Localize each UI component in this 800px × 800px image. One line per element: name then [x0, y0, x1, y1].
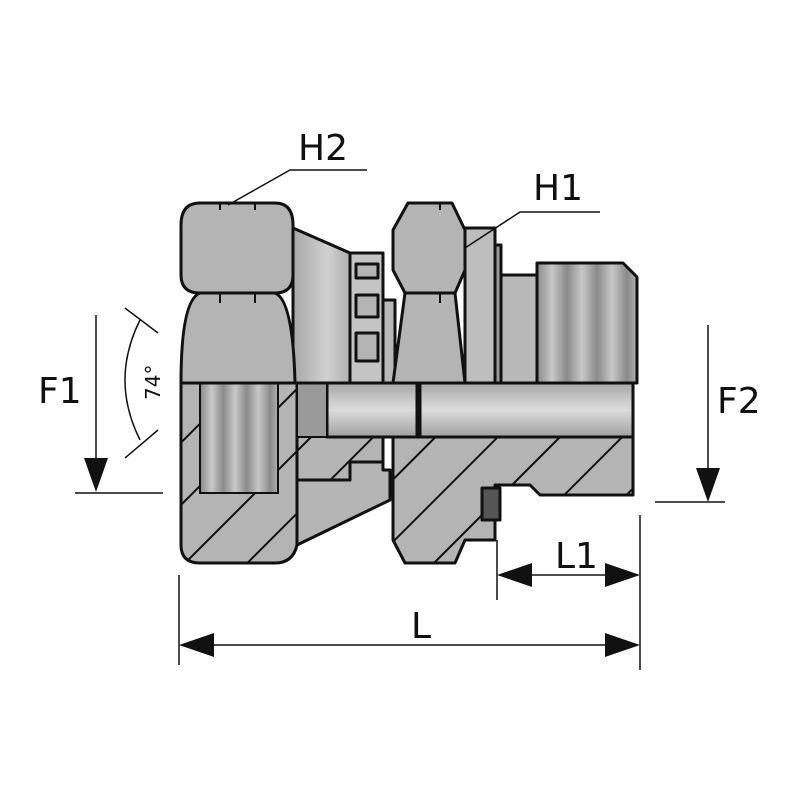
label-f1: F1 [38, 371, 82, 412]
l1-arrow-right-icon [605, 563, 640, 587]
collar-slot [354, 293, 380, 319]
bore-left [325, 381, 419, 439]
nut-h1-top [391, 201, 467, 295]
h1-leader [464, 211, 600, 249]
exterior-view [179, 201, 639, 385]
label-h2: H2 [298, 128, 348, 169]
female-thread [199, 382, 279, 494]
male-thread [535, 261, 639, 385]
l-arrow-left-icon [179, 633, 214, 657]
l1-arrow-left-icon [497, 563, 532, 587]
h2-leader [227, 169, 367, 206]
f2-arrow-icon [696, 468, 720, 502]
cone-body [291, 226, 352, 385]
seal-ring [480, 486, 502, 522]
label-l: L [411, 606, 431, 647]
section-view [179, 381, 637, 565]
bore-chamber [296, 382, 328, 438]
neck [499, 273, 539, 385]
flange [463, 226, 497, 385]
label-f2: F2 [717, 381, 761, 422]
l-arrow-right-icon [605, 633, 640, 657]
nut-h2-mid [179, 291, 297, 385]
bore-right [418, 381, 635, 439]
nut-h1-mid [391, 291, 467, 385]
label-angle: 74° [141, 365, 165, 400]
collar-slot [354, 331, 380, 363]
collar-slot [354, 262, 380, 280]
label-l1: L1 [555, 536, 598, 577]
f1-arrow-icon [84, 458, 108, 492]
label-h1: H1 [533, 168, 583, 209]
nut-h2-top [179, 201, 295, 295]
